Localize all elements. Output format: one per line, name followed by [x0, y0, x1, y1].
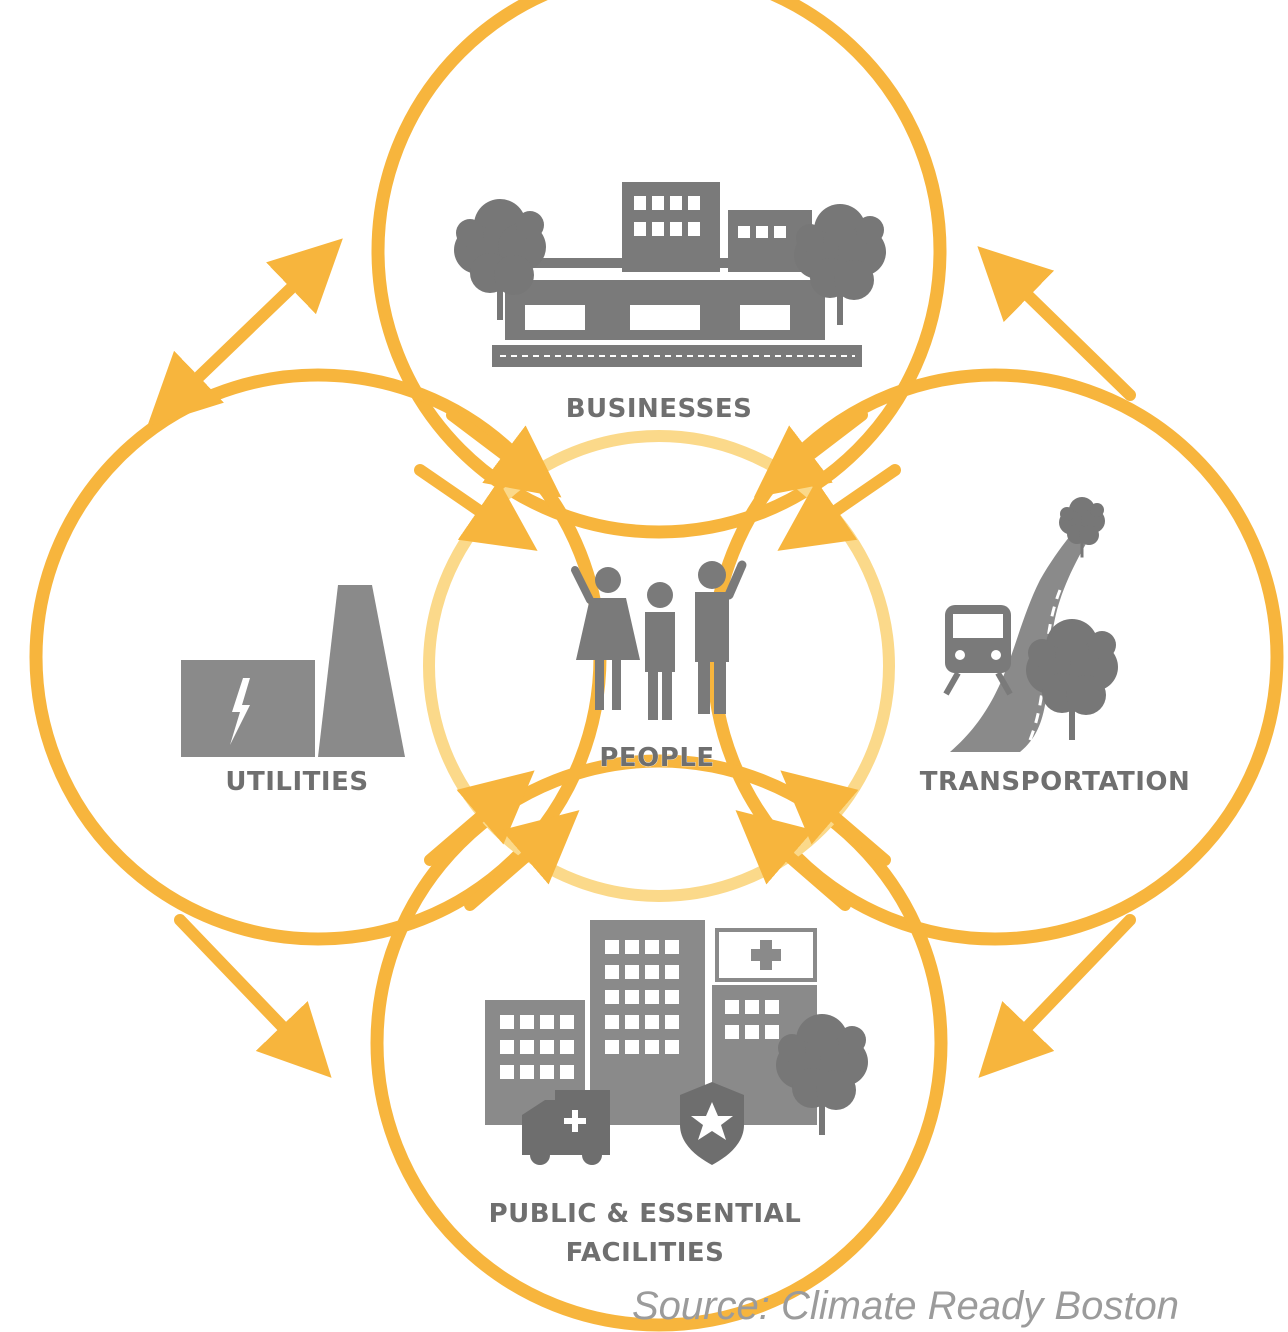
public-facilities-ring: [370, 754, 948, 1332]
businesses-ring: [371, 0, 947, 539]
road-icon: [950, 510, 1100, 752]
hospital-icon: [715, 928, 817, 982]
source-caption: Source: Climate Ready Boston: [632, 1284, 1179, 1328]
arrow-utilities-people-bottom: [424, 770, 535, 866]
public-facilities-label-line2: FACILITIES: [566, 1238, 725, 1268]
transportation-icon: [943, 497, 1118, 752]
arrow-transportation-public: [978, 914, 1136, 1078]
public-facilities-icon: [485, 920, 817, 1165]
businesses-label: BUSINESSES: [566, 394, 753, 424]
arrow-utilities-people-top: [446, 409, 562, 498]
arrow-businesses-people-left: [414, 464, 538, 551]
arrow-transportation-people-top: [753, 409, 868, 498]
public-facilities-label-line1: PUBLIC & ESSENTIAL: [489, 1199, 802, 1229]
train-icon: [943, 605, 1013, 696]
arrow-utilities-businesses: [147, 238, 343, 427]
police-badge-icon: [680, 1082, 744, 1165]
utilities-label: UTILITIES: [225, 767, 368, 797]
arrow-public-people-right: [735, 810, 851, 911]
arrow-utilities-public: [174, 914, 332, 1078]
businesses-building-icon: [492, 182, 862, 367]
arrow-public-people-left: [464, 810, 580, 911]
transportation-label: TRANSPORTATION: [920, 767, 1190, 797]
ambulance-icon: [522, 1090, 610, 1165]
people-icon: [571, 560, 747, 720]
arrow-businesses-people-right: [777, 464, 901, 551]
arrow-transportation-businesses: [977, 246, 1136, 401]
arrow-transportation-people-bottom: [780, 770, 891, 866]
arrows: [147, 238, 1136, 1078]
people-label: PEOPLE: [599, 743, 714, 773]
power-plant-icon: [181, 585, 405, 757]
lightning-icon: [230, 678, 250, 745]
people-ring: [423, 430, 895, 902]
